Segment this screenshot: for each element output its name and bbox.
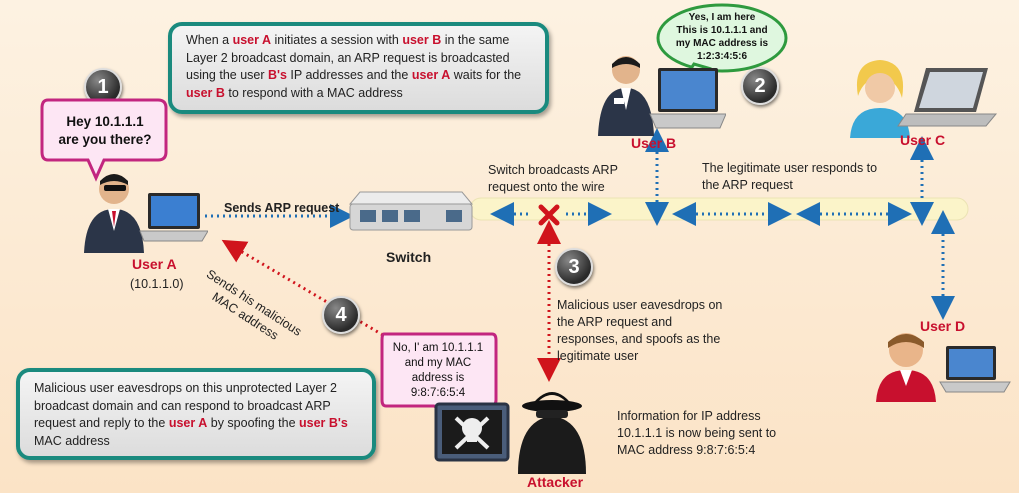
switch-name: Switch bbox=[386, 249, 432, 265]
user-d-icon bbox=[876, 333, 1011, 402]
user-c-icon bbox=[850, 60, 998, 138]
switch-broadcasts-label: Switch broadcasts ARP request onto the w… bbox=[488, 163, 618, 194]
step-badge-3: 3 bbox=[555, 248, 593, 286]
info-sent-label: Information for IP address 10.1.1.1 is n… bbox=[617, 409, 777, 457]
bubble-text-user-a: Hey 10.1.1.1 are you there? bbox=[58, 114, 152, 147]
info-box-bottom: Malicious user eavesdrops on this unprot… bbox=[16, 368, 376, 460]
bubble-text-user-b: Yes, I am here This is 10.1.1.1 and my M… bbox=[675, 12, 769, 62]
step-badge-4: 4 bbox=[322, 296, 360, 334]
eavesdrop-label: Malicious user eavesdrops on the ARP req… bbox=[557, 298, 723, 363]
user-a-name: User A bbox=[132, 256, 177, 272]
user-a-ip: (10.1.1.0) bbox=[130, 277, 184, 291]
user-b-icon bbox=[598, 56, 726, 136]
sends-arp-label: Sends ARP request bbox=[224, 201, 340, 215]
user-d-name: User D bbox=[920, 318, 966, 334]
switch-icon bbox=[348, 191, 474, 231]
speech-bubble-user-a bbox=[40, 98, 168, 182]
legitimate-response-label: The legitimate user responds to the ARP … bbox=[702, 161, 878, 192]
info-box-top: When a user A initiates a session with u… bbox=[168, 22, 549, 114]
bubble-text-attacker: No, I' am 10.1.1.1 and my MAC address is… bbox=[392, 342, 484, 399]
user-a-icon bbox=[84, 174, 208, 253]
step-badge-2: 2 bbox=[741, 67, 779, 105]
arrow-attacker-to-user-a bbox=[221, 239, 389, 340]
user-c-name: User C bbox=[900, 132, 946, 148]
user-b-name: User B bbox=[631, 135, 677, 151]
attacker-name: Attacker bbox=[527, 474, 584, 490]
attacker-icon bbox=[434, 392, 586, 474]
